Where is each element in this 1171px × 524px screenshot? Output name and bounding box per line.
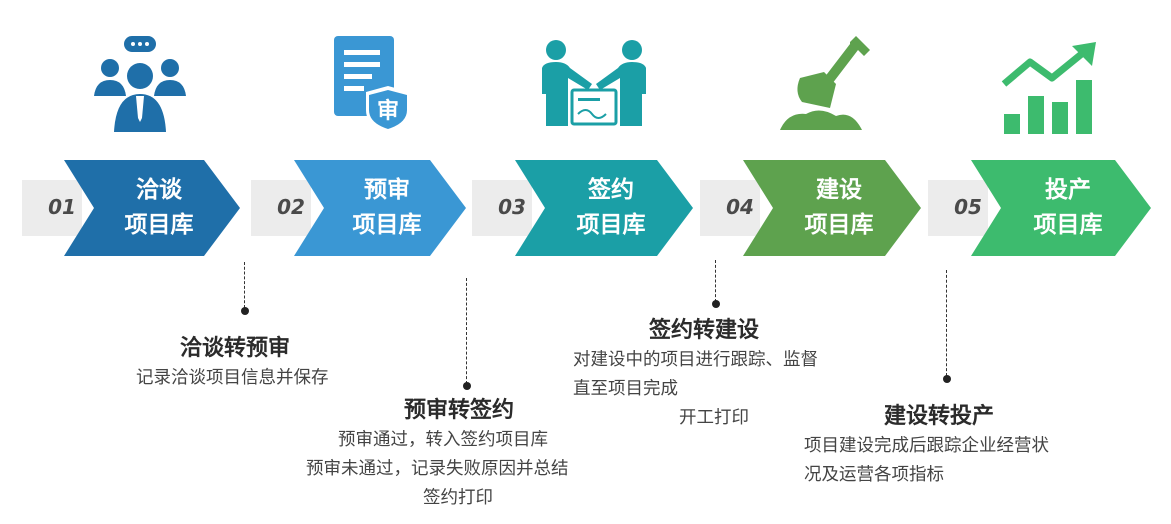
annotation-signing-to-construction: 签约转建设 对建设中的项目进行跟踪、监督 直至项目完成 开工打印 [573,316,893,433]
stage-label-line2: 项目库 [804,212,874,238]
annotation-line: 签约打印 [423,488,493,508]
stage-label-line2: 项目库 [352,212,422,238]
stage-number: 01 [48,195,76,219]
annotation-title: 预审转签约 [404,398,515,423]
stage-label-line1: 投产 [1045,177,1091,203]
annotation-title: 洽谈转预审 [180,336,291,361]
shovel-icon [780,36,870,130]
connector-dot-1 [241,307,249,315]
number-band-4 [700,180,760,236]
annotation-review-to-signing: 预审转签约 预审通过，转入签约项目库 预审未通过，记录失败原因并总结 签约打印 [306,396,646,513]
connector-line-4 [946,270,947,376]
annotation-line: 预审未通过，记录失败原因并总结 [306,459,569,479]
stage-number: 05 [954,195,982,219]
stage-label-line2: 项目库 [124,212,194,238]
shield-badge-text: 审 [377,98,399,124]
number-band-1 [22,180,82,236]
annotation-title: 建设转投产 [884,404,995,429]
stage-label-line1: 建设 [816,177,862,203]
number-band-3 [472,180,532,236]
annotation-line: 直至项目完成 [573,379,678,399]
connector-dot-4 [943,375,951,383]
connector-dot-2 [463,382,471,390]
annotation-line: 况及运营各项指标 [804,465,944,485]
handshake-contract-icon [542,40,646,126]
number-band-5 [928,180,988,236]
connector-line-3 [715,260,716,302]
connector-line-1 [244,262,245,308]
annotation-construction-to-production: 建设转投产 项目建设完成后跟踪企业经营状 况及运营各项指标 [804,402,1124,490]
annotation-line: 预审通过，转入签约项目库 [338,430,548,450]
stage-chevron-3: 签约 项目库 [515,160,693,256]
stage-label-line2: 项目库 [576,212,646,238]
annotation-line: 开工打印 [679,408,749,428]
stage-number: 03 [498,195,526,219]
connector-line-2 [466,278,467,384]
stage-chevron-1: 洽谈 项目库 [64,160,240,256]
review-document-shield-icon: 审 [334,36,410,132]
annotation-line: 对建设中的项目进行跟踪、监督 [573,350,818,370]
stage-label-line1: 签约 [588,177,634,203]
stage-number: 02 [277,195,305,219]
annotation-title: 签约转建设 [649,318,760,343]
stage-label-line2: 项目库 [1033,212,1103,238]
annotation-line: 记录洽谈项目信息并保存 [136,368,329,388]
growth-chart-icon [1001,42,1096,134]
stage-label-line1: 洽谈 [136,177,182,203]
stage-chevron-4: 建设 项目库 [743,160,921,256]
stage-label-line1: 预审 [364,177,410,203]
stage-chevron-5: 投产 项目库 [971,160,1151,256]
annotation-negotiation-to-review: 洽谈转预审 记录洽谈项目信息并保存 [136,334,386,393]
stage-chevron-2: 预审 项目库 [294,160,466,256]
number-band-2 [251,180,311,236]
negotiation-people-icon [94,36,186,132]
stage-number: 04 [726,195,754,219]
annotation-line: 项目建设完成后跟踪企业经营状 [804,436,1049,456]
connector-dot-3 [712,300,720,308]
